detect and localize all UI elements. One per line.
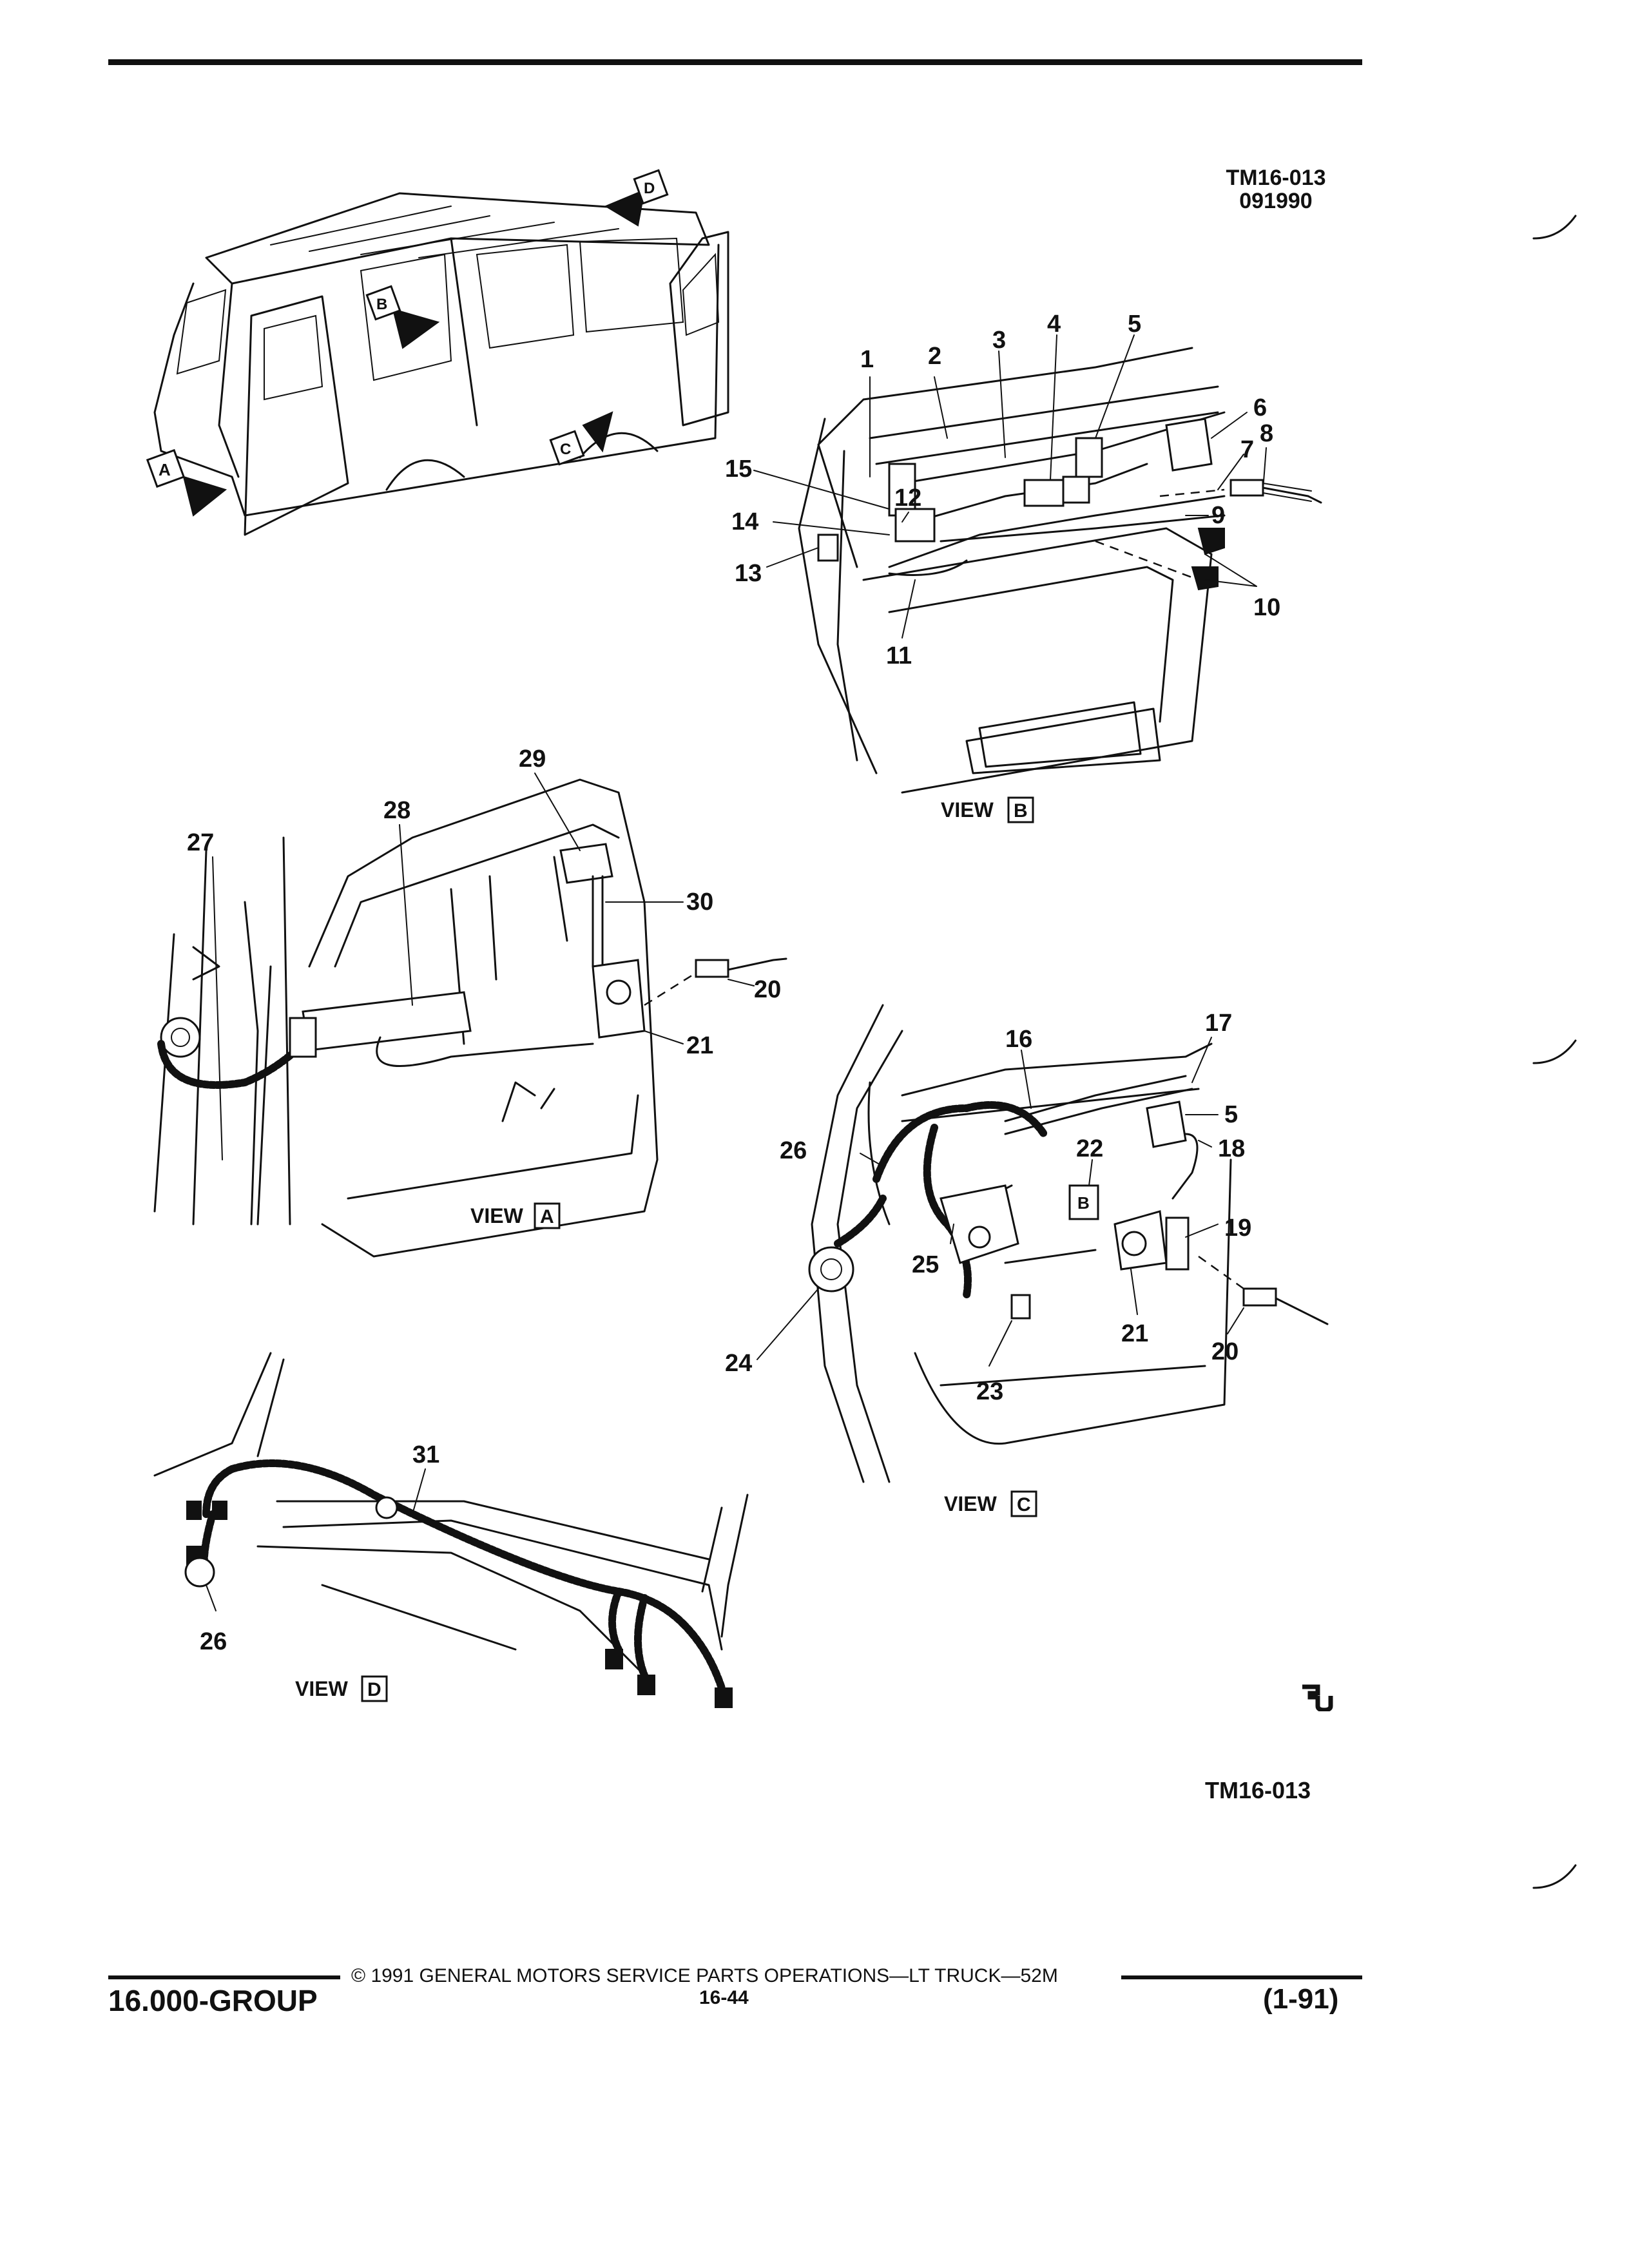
footer-copyright: © 1991 GENERAL MOTORS SERVICE PARTS OPER… (351, 1965, 1058, 1986)
footer-rule-right (1121, 1975, 1362, 1979)
callout-a-27: 27 (187, 829, 214, 856)
tm-code: TM16-013 (1226, 166, 1326, 190)
callout-b-15: 15 (725, 456, 752, 483)
callout-c-20: 20 (1211, 1338, 1239, 1365)
callout-b-3: 3 (992, 327, 1006, 354)
callout-b-7: 7 (1240, 436, 1254, 463)
gm-logo: GM (1298, 1682, 1335, 1713)
view-arrow-a: A (146, 448, 227, 517)
callout-b-4: 4 (1047, 311, 1061, 338)
callout-d-31: 31 (412, 1441, 439, 1468)
view-a-letter: A (540, 1206, 554, 1227)
view-a-diagram: 27 28 29 30 20 21 VIEW A (153, 745, 787, 1258)
callout-b-6: 6 (1253, 394, 1267, 421)
callout-c-5: 5 (1224, 1101, 1238, 1128)
top-rule (108, 59, 1362, 65)
view-arrow-b: B (365, 285, 440, 349)
svg-text:B: B (1077, 1193, 1090, 1213)
callout-d-26: 26 (200, 1628, 227, 1655)
callout-c-25: 25 (912, 1251, 939, 1278)
view-c-box (1010, 1490, 1037, 1517)
callout-b-14: 14 (731, 508, 758, 535)
view-b-diagram: 1 2 3 4 5 6 7 8 9 10 11 12 13 14 15 VIEW… (725, 311, 1322, 823)
svg-text:B: B (376, 296, 387, 313)
callout-b-8: 8 (1260, 420, 1273, 447)
header-code-block: TM16-013 091990 (1211, 166, 1340, 213)
svg-text:C: C (560, 441, 571, 458)
view-b-prefix: VIEW (941, 798, 994, 822)
van-overview: A B C D (146, 169, 729, 536)
view-c-prefix: VIEW (944, 1492, 998, 1515)
callout-c-21: 21 (1121, 1320, 1148, 1347)
callout-b-13: 13 (735, 560, 762, 587)
callout-a-29: 29 (519, 745, 546, 773)
callout-c-26: 26 (780, 1137, 807, 1164)
footer-page: 16-44 (699, 1987, 749, 2008)
callout-b-10: 10 (1253, 594, 1280, 621)
callout-b-1: 1 (860, 346, 874, 373)
gm-logo-mark (1302, 1684, 1333, 1713)
callout-b-2: 2 (928, 343, 941, 370)
view-d-letter: D (367, 1679, 381, 1700)
callout-a-20: 20 (754, 976, 781, 1003)
callout-b-9: 9 (1211, 502, 1225, 529)
callout-c-16: 16 (1005, 1026, 1032, 1053)
view-b-letter: B (1014, 800, 1028, 822)
callout-c-24: 24 (725, 1350, 752, 1377)
view-d-diagram: 31 26 VIEW D (153, 1352, 749, 1708)
callout-b-5: 5 (1128, 311, 1141, 338)
callout-c-22: 22 (1076, 1135, 1103, 1162)
callout-b-12: 12 (894, 485, 921, 512)
callout-c-23: 23 (976, 1378, 1003, 1405)
view-b-box (1007, 796, 1034, 823)
view-a-box (534, 1202, 561, 1229)
svg-text:D: D (644, 180, 655, 197)
view-c-letter: C (1017, 1494, 1031, 1515)
callout-a-30: 30 (686, 889, 713, 916)
callout-a-28: 28 (383, 797, 410, 824)
bottom-tm-code: TM16-013 (1205, 1777, 1311, 1803)
footer-rule-left (108, 1975, 340, 1979)
callout-b-11: 11 (886, 642, 912, 669)
footer-group: 16.000-GROUP (108, 1984, 318, 2017)
callout-c-18: 18 (1218, 1135, 1245, 1162)
view-d-prefix: VIEW (295, 1677, 349, 1700)
callout-a-21: 21 (686, 1032, 713, 1059)
view-d-box (361, 1675, 388, 1702)
view-arrow-c: C (549, 411, 613, 466)
date-code: 091990 (1239, 189, 1313, 213)
view-arrow-d: D (604, 169, 669, 227)
svg-text:A: A (159, 460, 171, 479)
view-c-diagram: B 16 17 5 18 22 19 26 2 (725, 1004, 1329, 1517)
callout-c-17: 17 (1205, 1010, 1232, 1037)
callout-c-19: 19 (1224, 1215, 1251, 1242)
footer-revision: (1-91) (1263, 1983, 1339, 2015)
view-a-prefix: VIEW (470, 1204, 524, 1227)
